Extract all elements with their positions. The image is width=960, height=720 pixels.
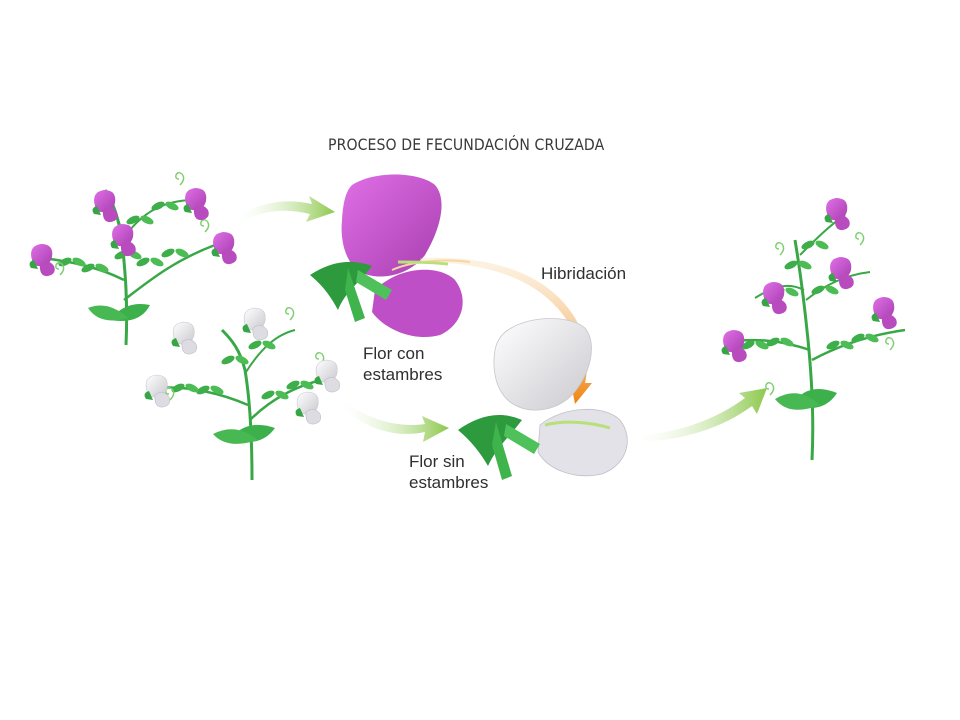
green-arrow-top [238, 196, 335, 222]
label-flor-sin-estambres: Flor sin estambres [409, 451, 488, 493]
green-arrow-bottom [342, 402, 449, 442]
label-flor-con-line1: Flor con [363, 344, 425, 363]
green-arrow-right [638, 388, 767, 442]
label-flor-con-estambres: Flor con estambres [363, 343, 442, 385]
white-pea-plant-icon [144, 307, 341, 481]
label-flor-con-line2: estambres [363, 365, 443, 384]
label-hibridacion: Hibridación [541, 264, 627, 283]
hybrid-purple-pea-plant-icon [721, 198, 906, 461]
purple-pea-plant-icon [29, 172, 237, 346]
diagram-title: PROCESO DE FECUNDACIÓN CRUZADA [328, 135, 605, 154]
purple-flower-with-stamens-icon [310, 174, 471, 338]
white-flower-without-stamens-icon [458, 318, 628, 480]
label-flor-sin-line1: Flor sin [409, 452, 465, 471]
hybridization-arrow [420, 257, 592, 404]
label-flor-sin-line2: estambres [409, 473, 489, 492]
